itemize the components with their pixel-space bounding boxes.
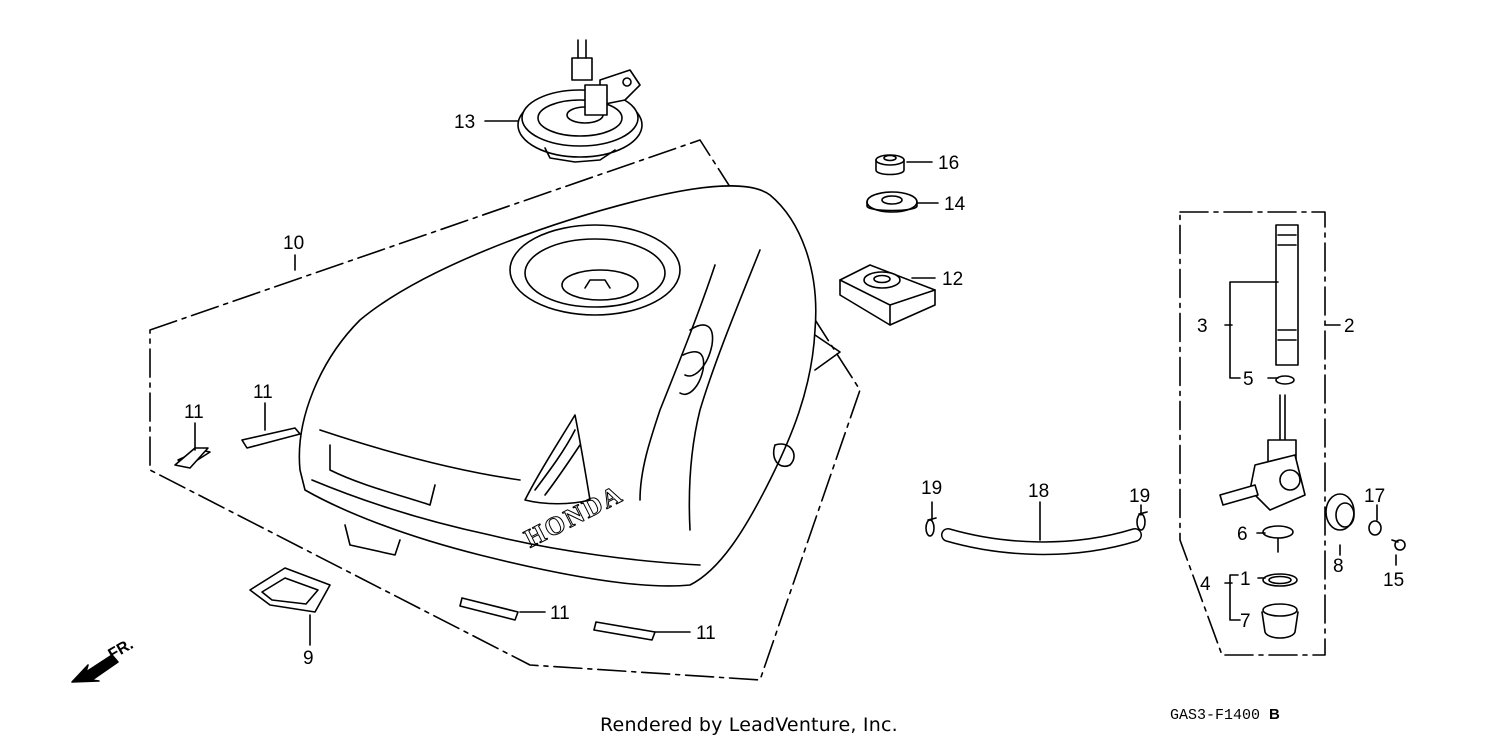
washer[interactable] — [866, 191, 918, 213]
callout-1: 1 — [1240, 569, 1251, 590]
callout-19b: 19 — [1129, 486, 1150, 507]
fuel-cap-assembly[interactable] — [517, 39, 643, 163]
callout-8: 8 — [1333, 556, 1344, 577]
leader-lines — [194, 120, 1397, 646]
hose-clip[interactable] — [925, 517, 937, 537]
spring-washer[interactable] — [1368, 520, 1382, 536]
callout-17: 17 — [1364, 486, 1385, 507]
fuel-hose[interactable] — [941, 528, 1142, 556]
callout-19a: 19 — [921, 478, 942, 499]
callouts: 13 16 14 12 10 11 11 11 11 9 19 18 19 3 … — [106, 112, 1405, 669]
callout-3: 3 — [1197, 316, 1208, 337]
rubber-pad[interactable] — [459, 597, 519, 621]
hose-clip[interactable] — [1136, 511, 1148, 531]
callout-12: 12 — [942, 269, 963, 290]
callout-11c: 11 — [550, 603, 570, 624]
callout-18: 18 — [1028, 481, 1049, 502]
callout-16: 16 — [938, 153, 959, 174]
rubber-pad[interactable] — [593, 621, 656, 641]
front-direction-arrow — [71, 654, 119, 683]
callout-11a: 11 — [184, 402, 204, 423]
callout-6: 6 — [1237, 524, 1248, 545]
rubber-pad[interactable] — [241, 427, 301, 449]
valve-assembly-outline — [1179, 211, 1326, 656]
gasket[interactable] — [1262, 525, 1294, 553]
rubber-mount[interactable] — [839, 264, 936, 326]
callout-9: 9 — [303, 648, 314, 669]
fuel-valve[interactable] — [1219, 394, 1306, 511]
nut[interactable] — [875, 154, 905, 176]
callout-11b: 11 — [253, 382, 273, 403]
callout-5: 5 — [1243, 369, 1254, 390]
screw[interactable] — [1391, 539, 1406, 551]
valve-lever[interactable] — [1325, 493, 1355, 531]
diagram-code-text: GAS3-F1400 — [1170, 707, 1261, 724]
callout-11d: 11 — [696, 623, 716, 644]
callout-15: 15 — [1383, 570, 1404, 591]
diagram-code: GAS3-F1400 B — [1170, 706, 1280, 724]
sediment-cup[interactable] — [1261, 603, 1299, 639]
callout-7: 7 — [1240, 611, 1251, 632]
callout-13: 13 — [454, 112, 475, 133]
o-ring[interactable] — [1262, 573, 1298, 587]
callout-14: 14 — [944, 194, 966, 215]
rubber-pad[interactable] — [174, 447, 211, 469]
tank-assembly-outline — [149, 139, 861, 681]
callout-4: 4 — [1200, 574, 1211, 595]
fuel-tank[interactable] — [298, 185, 841, 587]
rendered-by-footer: Rendered by LeadVenture, Inc. — [600, 714, 898, 736]
callout-2: 2 — [1344, 316, 1355, 337]
tank-pad[interactable] — [249, 567, 331, 613]
callout-10: 10 — [283, 233, 304, 254]
o-ring[interactable] — [1275, 375, 1295, 385]
fuel-strainer[interactable] — [1275, 224, 1299, 366]
diagram-code-suffix: B — [1269, 706, 1280, 723]
